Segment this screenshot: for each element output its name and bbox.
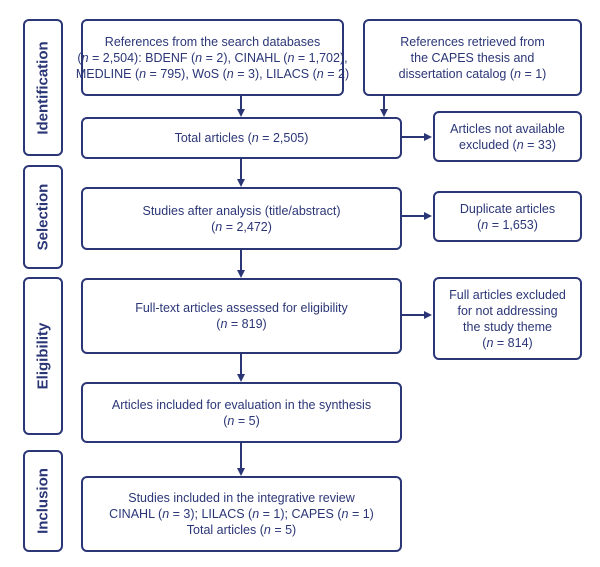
- n-symbol: n: [220, 317, 228, 331]
- text-line: Articles not available: [450, 121, 565, 136]
- n-symbol: n: [251, 131, 259, 145]
- text-line: Articles included for evaluation in the …: [111, 397, 372, 412]
- text-line: Total articles (n = 2,505): [174, 131, 309, 145]
- n-symbol: n: [139, 66, 147, 81]
- n-symbol: n: [81, 50, 89, 65]
- box-full-excluded: Full articles excluded for not addressin…: [433, 277, 582, 360]
- text-line: Studies included in the integrative revi…: [128, 491, 355, 505]
- text-line: References retrieved from: [400, 34, 545, 49]
- text-line: (n = 2,472): [211, 219, 272, 234]
- text-line: Total articles (n = 5): [186, 523, 297, 537]
- text-line: MEDLINE (n = 795), WoS (n = 3), LILACS (…: [75, 66, 350, 81]
- n-symbol: n: [341, 507, 349, 521]
- text-line: the study theme: [463, 319, 552, 334]
- n-symbol: n: [514, 66, 521, 81]
- n-symbol: n: [252, 507, 260, 521]
- box-text: Studies included in the integrative revi…: [109, 490, 374, 538]
- box-text: Full articles excluded for not addressin…: [449, 287, 566, 351]
- box-text: References from the search databases (n …: [76, 34, 349, 82]
- box-text: Duplicate articles (n = 1,653): [460, 201, 555, 233]
- n-symbol: n: [162, 507, 170, 521]
- text-line: (n = 2,504): BDENF (n = 2), CINAHL (n = …: [77, 50, 348, 65]
- text-line: Full-text articles assessed for eligibil…: [135, 301, 348, 315]
- stage-inclusion: Inclusion: [23, 450, 63, 552]
- n-symbol: n: [226, 66, 234, 81]
- box-synthesis: Articles included for evaluation in the …: [81, 382, 402, 443]
- box-text: Articles not available excluded (n = 33): [450, 121, 565, 153]
- box-full-text: Full-text articles assessed for eligibil…: [81, 278, 402, 354]
- box-total-articles: Total articles (n = 2,505): [81, 117, 402, 159]
- stage-identification: Identification: [23, 19, 63, 156]
- n-symbol: n: [263, 523, 271, 537]
- text-line: (n = 814): [482, 335, 533, 350]
- n-symbol: n: [227, 413, 235, 428]
- box-text: Total articles (n = 2,505): [175, 130, 309, 146]
- box-duplicates: Duplicate articles (n = 1,653): [433, 191, 582, 242]
- box-after-analysis: Studies after analysis (title/abstract) …: [81, 187, 402, 250]
- text-line: Duplicate articles: [459, 201, 556, 216]
- n-symbol: n: [316, 66, 324, 81]
- text-line: (n = 819): [216, 317, 267, 331]
- text-line: dissertation catalog (n = 1): [398, 66, 547, 81]
- text-line: Studies after analysis (title/abstract): [142, 203, 341, 218]
- n-symbol: n: [481, 217, 489, 232]
- box-text: References retrieved from the CAPES thes…: [399, 34, 547, 82]
- text-line: the CAPES thesis and: [410, 50, 535, 65]
- box-not-available: Articles not available excluded (n = 33): [433, 111, 582, 162]
- box-text: Articles included for evaluation in the …: [112, 397, 371, 429]
- box-included: Studies included in the integrative revi…: [81, 476, 402, 552]
- n-symbol: n: [287, 50, 295, 65]
- box-capes-catalog: References retrieved from the CAPES thes…: [363, 19, 582, 96]
- box-text: Full-text articles assessed for eligibil…: [135, 300, 348, 332]
- n-symbol: n: [486, 335, 494, 350]
- box-text: Studies after analysis (title/abstract) …: [143, 203, 341, 235]
- n-symbol: n: [215, 219, 223, 234]
- stage-selection: Selection: [23, 165, 63, 269]
- text-line: (n = 1,653): [477, 217, 538, 232]
- box-search-databases: References from the search databases (n …: [76, 19, 349, 96]
- text-line: (n = 5): [223, 413, 260, 428]
- n-symbol: n: [516, 137, 524, 152]
- text-line: References from the search databases: [104, 34, 321, 49]
- text-line: for not addressing: [457, 303, 558, 318]
- n-symbol: n: [195, 50, 203, 65]
- text-line: excluded (n = 33): [459, 137, 556, 152]
- text-line: CINAHL (n = 3); LILACS (n = 1); CAPES (n…: [109, 507, 374, 521]
- text-line: Full articles excluded: [449, 287, 566, 302]
- stage-eligibility: Eligibility: [23, 277, 63, 435]
